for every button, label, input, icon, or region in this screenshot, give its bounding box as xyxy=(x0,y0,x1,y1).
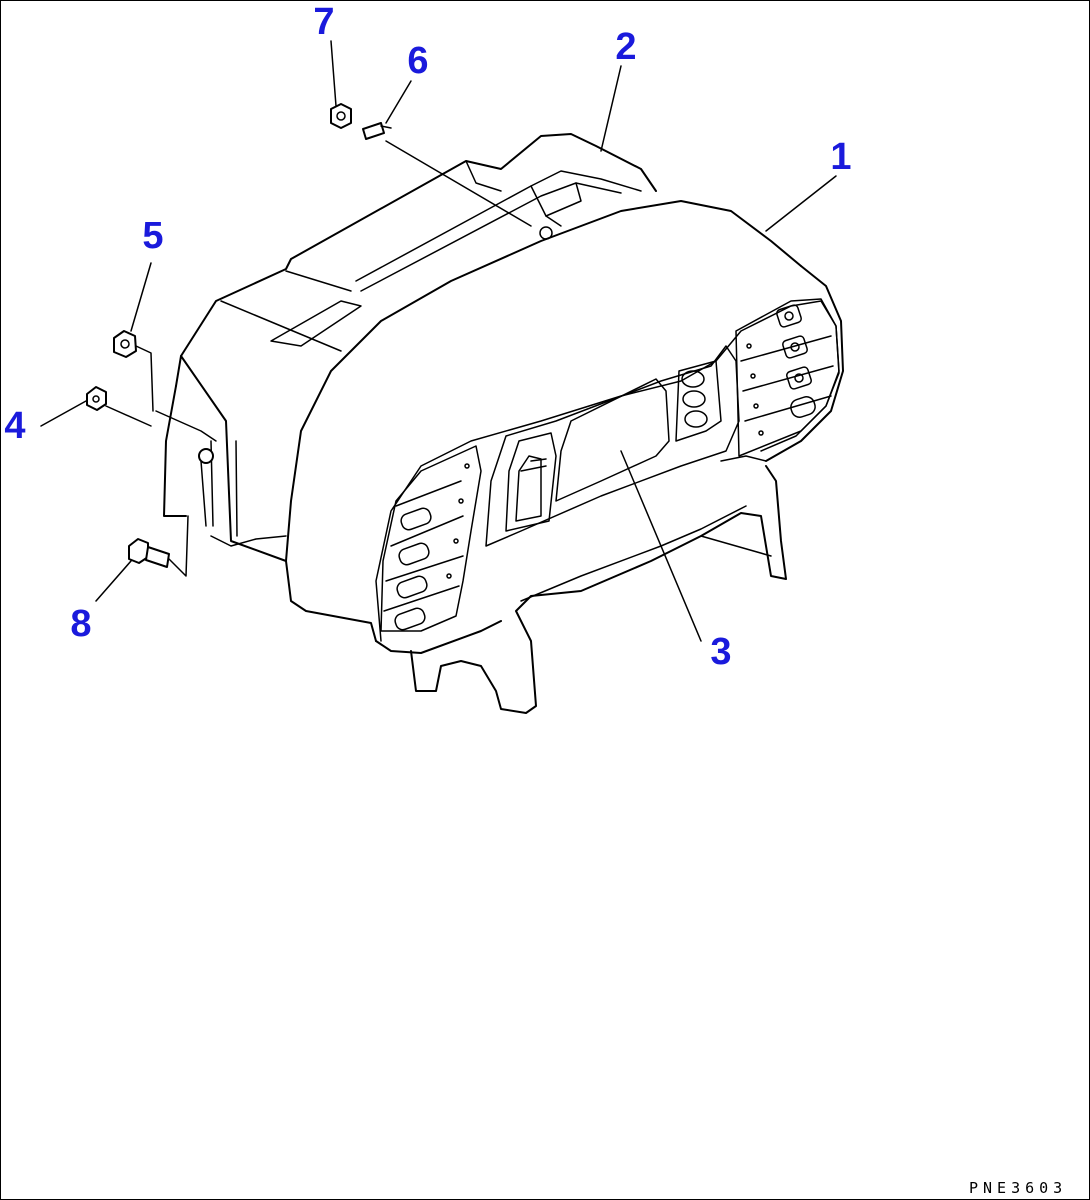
part-5-nut xyxy=(113,330,154,412)
monitor-display-part-3 xyxy=(485,345,740,547)
callout-leader-lines xyxy=(40,40,837,642)
part-4-washer xyxy=(86,386,152,427)
left-switch-panel xyxy=(380,445,482,632)
callout-8: 8 xyxy=(70,603,91,645)
top-cover-part-2 xyxy=(155,133,657,562)
callout-7: 7 xyxy=(313,1,334,43)
callout-5: 5 xyxy=(142,215,163,257)
callout-labels: 1 2 3 4 5 6 7 8 xyxy=(4,1,851,673)
drawing-code: PNE3603 xyxy=(969,1179,1067,1197)
callout-2: 2 xyxy=(615,26,636,68)
part-7-nut xyxy=(330,103,352,129)
cover-base-supports xyxy=(410,465,787,714)
front-cover-part-1 xyxy=(285,200,844,654)
right-switch-panel xyxy=(735,298,840,457)
callout-3: 3 xyxy=(710,631,731,673)
callout-4: 4 xyxy=(4,405,25,447)
callout-1: 1 xyxy=(830,136,851,178)
part-6-pin xyxy=(362,122,553,240)
callout-6: 6 xyxy=(407,40,428,82)
part-8-bolt xyxy=(128,515,189,577)
